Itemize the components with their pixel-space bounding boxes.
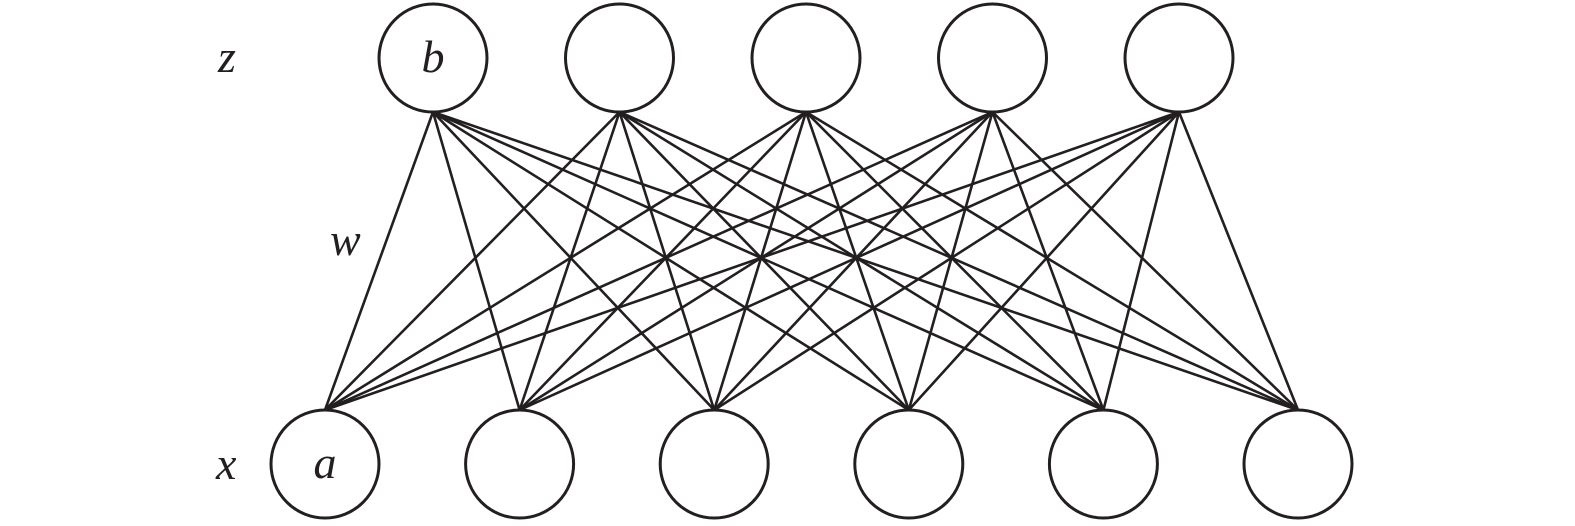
top-node-5-circle xyxy=(1123,2,1235,114)
edge-z1-x5 xyxy=(431,110,1105,412)
edge-z3-x5 xyxy=(804,110,1105,412)
edge-z5-x2 xyxy=(518,110,1181,412)
top-node-1-circle xyxy=(377,2,489,114)
bottom-node-5 xyxy=(1047,408,1159,520)
top-node-2-circle xyxy=(564,2,675,114)
bottom-node-4-circle xyxy=(853,408,965,520)
top-node-3-circle xyxy=(750,2,862,114)
weights-label: w xyxy=(330,214,361,265)
edge-z4-x1 xyxy=(323,110,994,412)
bottom-node-1-circle xyxy=(269,408,381,520)
edge-z1-x4 xyxy=(431,110,911,412)
edge-layer xyxy=(323,110,1300,412)
edge-z3-x3 xyxy=(712,110,808,412)
bottom-layer-label: x xyxy=(215,438,237,489)
edge-z4-x4 xyxy=(907,110,994,412)
edge-z2-x1 xyxy=(323,110,621,412)
edge-z5-x5 xyxy=(1102,110,1181,412)
edge-z2-x4 xyxy=(618,110,911,412)
bottom-node-4 xyxy=(853,408,965,520)
bottom-node-1: a xyxy=(269,408,381,520)
top-node-4 xyxy=(937,2,1048,114)
edge-z4-x3 xyxy=(712,110,994,412)
top-layer-label: z xyxy=(217,31,236,82)
bottom-node-2 xyxy=(464,408,576,520)
bottom-node-6 xyxy=(1242,408,1354,520)
bottom-node-6-circle xyxy=(1242,408,1354,520)
edge-z2-x6 xyxy=(618,110,1300,412)
edge-z1-x2 xyxy=(431,110,521,412)
edge-z2-x2 xyxy=(518,110,621,412)
edge-z4-x6 xyxy=(991,110,1300,412)
edge-z4-x2 xyxy=(518,110,994,412)
edge-z5-x3 xyxy=(712,110,1181,412)
top-node-3 xyxy=(750,2,862,114)
top-node-4-circle xyxy=(937,2,1048,114)
edge-z3-x1 xyxy=(323,110,808,412)
bottom-node-2-circle xyxy=(464,408,576,520)
edge-z3-x6 xyxy=(804,110,1300,412)
edge-z3-x2 xyxy=(518,110,808,412)
edge-z3-x4 xyxy=(804,110,911,412)
edge-z5-x4 xyxy=(907,110,1181,412)
edge-z1-x6 xyxy=(431,110,1300,412)
top-node-2 xyxy=(564,2,675,114)
top-node-1-label: b xyxy=(422,31,445,82)
bottom-node-1-label: a xyxy=(314,437,337,488)
edge-z4-x5 xyxy=(991,110,1105,412)
edge-z1-x1 xyxy=(323,110,435,412)
bottom-node-5-circle xyxy=(1047,408,1159,520)
edge-z5-x1 xyxy=(323,110,1181,412)
edge-z2-x5 xyxy=(618,110,1105,412)
edge-z2-x3 xyxy=(618,110,716,412)
edge-z5-x6 xyxy=(1177,110,1300,412)
edge-z1-x3 xyxy=(431,110,716,412)
bottom-node-3-circle xyxy=(658,408,770,520)
bottom-node-3 xyxy=(658,408,770,520)
top-node-1: b xyxy=(377,2,489,114)
node-layer: ba xyxy=(269,2,1354,520)
top-node-5 xyxy=(1123,2,1235,114)
